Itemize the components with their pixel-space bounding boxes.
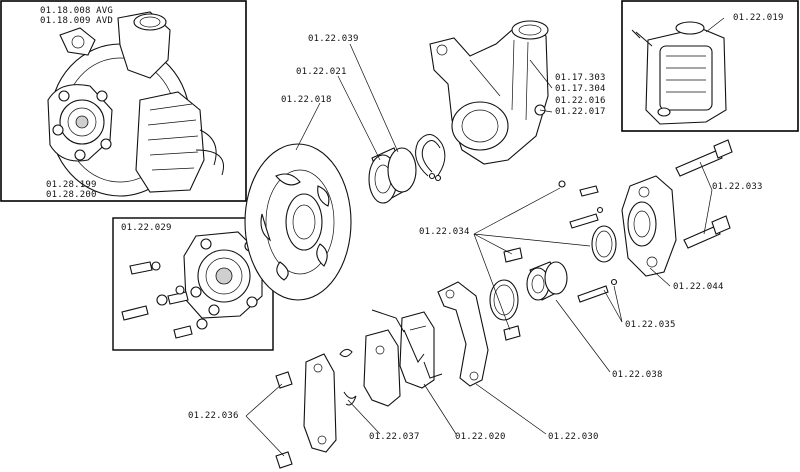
label-bolts: 01.22.033 — [712, 182, 763, 192]
guide-pins-drawing — [503, 206, 618, 341]
label-knuckle-4: 01.22.017 — [555, 107, 606, 117]
label-seals: 01.22.038 — [612, 370, 663, 380]
inset-frame-assembly — [0, 0, 247, 202]
inset-frame-caliper — [621, 0, 799, 132]
snap-ring-drawing — [415, 134, 446, 182]
label-snap-ring: 01.22.039 — [308, 34, 359, 44]
label-knuckle-3: 01.22.016 — [555, 96, 606, 106]
retaining-plate-drawing — [275, 353, 337, 469]
label-pistons: 01.22.035 — [625, 320, 676, 330]
label-hub: 01.22.029 — [121, 223, 172, 233]
label-bracket: 01.22.030 — [548, 432, 599, 442]
hub-inset-drawing — [121, 231, 263, 339]
caliper-seals-drawing — [489, 225, 617, 321]
caliper-bolts-drawing — [675, 139, 733, 249]
label-caliper-inset: 01.22.019 — [733, 13, 784, 23]
label-plate: 01.22.036 — [188, 411, 239, 421]
label-pads: 01.22.020 — [455, 432, 506, 442]
label-assembly-bottom-1: 01.28.199 — [46, 180, 97, 190]
label-assembly-bottom-2: 01.28.200 — [46, 190, 97, 200]
caliper-body-drawing — [621, 175, 677, 277]
assembled-knuckle-drawing — [47, 11, 224, 197]
label-caliper: 01.22.044 — [673, 282, 724, 292]
pistons-drawing — [526, 180, 609, 303]
brake-disc-drawing — [244, 143, 352, 301]
leader-lines — [245, 17, 725, 457]
springs-drawing — [339, 348, 357, 406]
brake-pads-drawing — [363, 309, 443, 407]
label-knuckle-2: 01.17.304 — [555, 84, 606, 94]
bearing-drawing — [368, 147, 417, 204]
steering-knuckle-drawing — [429, 20, 549, 165]
label-knuckle-1: 01.17.303 — [555, 73, 606, 83]
label-disc: 01.22.018 — [281, 95, 332, 105]
caliper-inset-drawing — [631, 21, 727, 125]
label-pins: 01.22.034 — [419, 227, 470, 237]
label-assembly-code-2: 01.18.009 AVD — [40, 16, 114, 26]
label-assembly-code-1: 01.18.008 AVG — [40, 6, 114, 16]
label-bearing: 01.22.021 — [296, 67, 347, 77]
label-spring: 01.22.037 — [369, 432, 420, 442]
caliper-bracket-drawing — [437, 281, 489, 387]
